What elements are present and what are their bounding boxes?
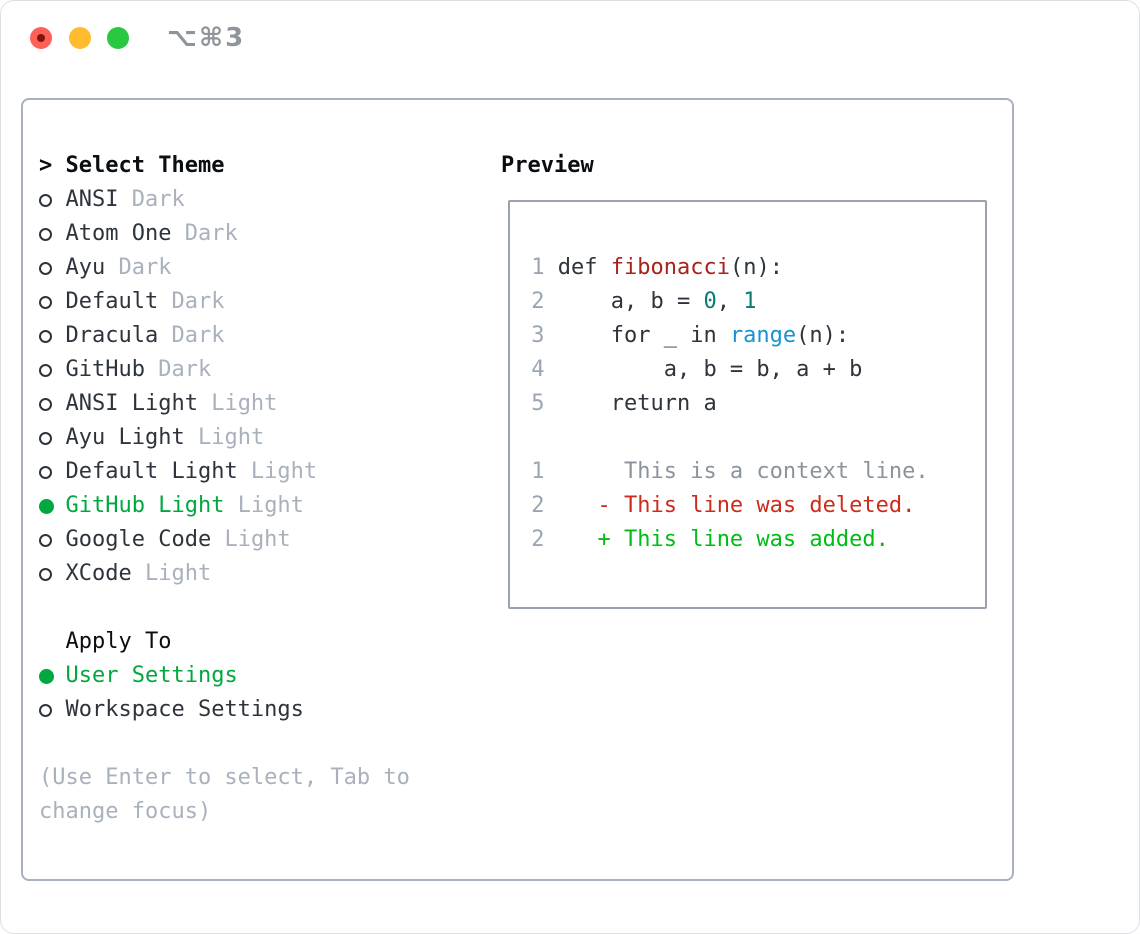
theme-variant: Light [131,561,212,586]
radio-unselected-icon [39,261,66,275]
window-shortcut-label: ⌥⌘3 [167,23,246,53]
radio-unselected-icon [39,703,66,717]
theme-option[interactable]: Atom One Dark [39,217,410,251]
apply-to-label: User Settings [65,663,238,688]
theme-option[interactable]: XCode Light [39,557,410,591]
theme-name: Ayu Light [65,425,185,450]
apply-to-option[interactable]: User Settings [39,659,410,693]
apply-to-label: Workspace Settings [65,697,304,722]
theme-variant: Light [237,459,318,484]
theme-name: Ayu [65,255,106,280]
theme-name: GitHub Light [65,493,225,518]
theme-name: Dracula [65,323,159,348]
titlebar: ⌥⌘3 [1,1,1139,73]
radio-unselected-icon [39,329,66,343]
code-line: 2 a, b = 0, 1 [518,289,757,314]
theme-name: GitHub [65,357,145,382]
radio-unselected-icon [39,567,66,581]
preview-heading: Preview [501,153,594,178]
theme-name: Default Light [65,459,238,484]
radio-selected-icon [39,498,66,514]
radio-unselected-icon [39,227,66,241]
hint-line: change focus) [39,799,212,824]
radio-unselected-icon [39,193,66,207]
code-line: 1 This is a context line. [518,459,929,484]
code-line: 2 + This line was added. [518,527,889,552]
code-line: 5 return a [518,391,717,416]
radio-unselected-icon [39,533,66,547]
code-line: 3 for _ in range(n): [518,323,850,348]
theme-variant: Light [211,527,291,552]
apply-to-heading: Apply To [65,629,172,654]
theme-option[interactable]: Google Code Light [39,523,410,557]
theme-variant: Dark [144,357,212,382]
theme-option[interactable]: Default Dark [39,285,410,319]
theme-variant: Dark [171,221,238,246]
radio-unselected-icon [39,295,66,309]
apply-to-option[interactable]: Workspace Settings [39,693,410,727]
theme-option[interactable]: Ayu Dark [39,251,410,285]
theme-name: XCode [65,561,132,586]
theme-name: ANSI [65,187,119,212]
radio-unselected-icon [39,397,66,411]
select-theme-heading-label: Select Theme [65,153,225,178]
theme-option[interactable]: ANSI Dark [39,183,410,217]
code-line: 1 def fibonacci(n): [518,255,783,280]
theme-option[interactable]: Ayu Light Light [39,421,410,455]
theme-option[interactable]: GitHub Light Light [39,489,410,523]
theme-variant: Dark [158,289,225,314]
theme-variant: Dark [118,187,185,212]
theme-option[interactable]: Default Light Light [39,455,410,489]
theme-name: ANSI Light [65,391,198,416]
zoom-button[interactable] [107,27,129,49]
code-preview: 1 def fibonacci(n): 2 a, b = 0, 1 3 for … [518,251,985,557]
theme-variant: Light [184,425,265,450]
theme-variant: Dark [158,323,225,348]
theme-name: Atom One [65,221,172,246]
modified-dot-icon [37,34,45,42]
radio-unselected-icon [39,465,66,479]
code-line: 2 - This line was deleted. [518,493,916,518]
theme-name: Default [65,289,159,314]
theme-option[interactable]: Dracula Dark [39,319,410,353]
select-theme-heading: > Select Theme [39,149,410,183]
close-button[interactable] [30,27,52,49]
code-line [518,421,985,455]
theme-name: Google Code [65,527,212,552]
minimize-button[interactable] [69,27,91,49]
radio-unselected-icon [39,431,66,445]
theme-option[interactable]: GitHub Dark [39,353,410,387]
hint-line: (Use Enter to select, Tab to [39,765,410,790]
prompt-chevron-icon: > [39,153,66,178]
theme-variant: Light [224,493,304,518]
preview-box: 1 def fibonacci(n): 2 a, b = 0, 1 3 for … [508,200,987,609]
theme-variant: Dark [105,255,172,280]
hint-text: (Use Enter to select, Tab to change focus… [39,761,410,829]
theme-option[interactable]: ANSI Light Light [39,387,410,421]
theme-variant: Light [197,391,278,416]
radio-selected-icon [39,668,66,684]
preview-section: Preview 1 def fibonacci(n): 2 a, b = 0, … [501,149,987,609]
code-line: 4 a, b = b, a + b [518,357,863,382]
radio-unselected-icon [39,363,66,377]
